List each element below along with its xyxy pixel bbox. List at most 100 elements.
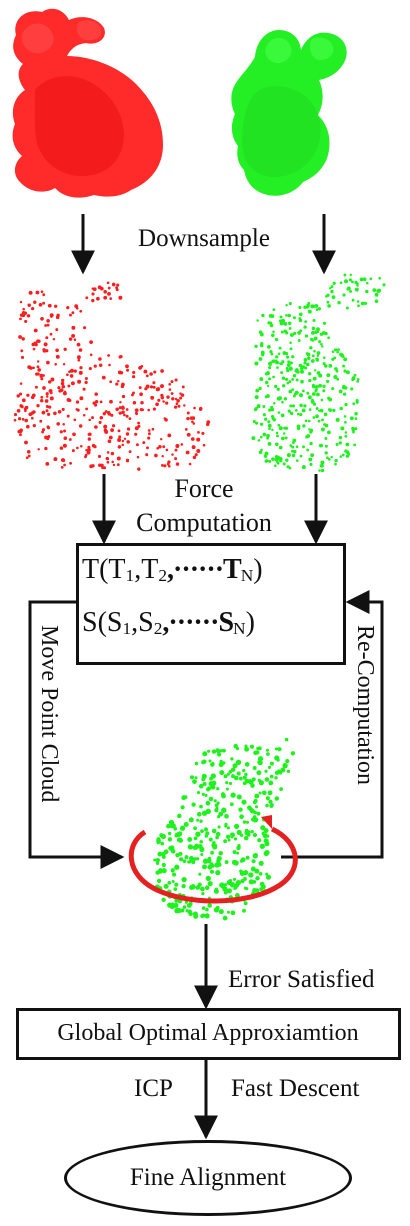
target-cloud-point [284,426,289,430]
source-cloud-point [94,400,99,404]
source-cloud-point [125,459,130,463]
moving-cloud-point [198,783,204,789]
moving-cloud-point [236,845,241,851]
target-cloud-point [278,426,283,431]
source-cloud-point [201,431,205,435]
target-cloud-point [313,349,316,353]
target-cloud-point [259,377,264,382]
moving-cloud-point [195,831,201,837]
target-cloud-point [308,372,312,376]
moving-cloud-point [223,890,228,895]
moving-cloud-point [233,743,238,749]
source-cloud-point [60,388,64,392]
source-cloud-point [85,381,88,384]
target-cloud-point [374,292,379,297]
source-cloud-point [55,354,60,359]
source-cloud-point [76,355,81,360]
source-cloud-point [175,402,179,405]
source-cloud-point [98,363,103,368]
source-cloud-point [36,404,40,408]
target-cloud-point [339,281,343,285]
source-cloud-point [40,316,44,321]
source-cloud-point [166,395,170,399]
target-cloud-point [351,298,355,302]
moving-cloud-point [183,795,188,800]
moving-cloud-point [244,762,250,767]
source-cloud-point [19,404,23,408]
source-cloud-point [74,304,79,309]
source-cloud-point [117,379,120,383]
target-cloud-point [348,278,352,282]
target-cloud-point [285,377,289,381]
target-cloud-point [298,317,302,321]
moving-cloud-point [248,779,252,783]
target-cloud-point [291,404,296,408]
moving-point-cloud [153,737,296,921]
target-cloud-point [335,442,339,447]
source-cloud-point [107,354,110,357]
target-cloud-point [312,416,316,419]
target-cloud-point [271,428,274,432]
moving-cloud-point [184,855,189,860]
target-cloud-point [311,398,314,402]
source-cloud-point [116,463,120,467]
target-cloud-point [267,423,272,428]
source-cloud-point [49,396,54,401]
global-optimal-box [16,1008,401,1060]
target-cloud-point [307,356,311,361]
target-cloud-point [285,458,289,462]
source-cloud-point [110,428,114,432]
source-cloud-point [132,370,136,375]
transform-t-sep: ,T [134,554,159,585]
target-cloud-point [276,387,280,391]
target-cloud-point [293,450,297,454]
source-cloud-point [146,446,149,450]
source-cloud-point [161,464,164,467]
target-cloud-point [258,450,263,454]
moving-cloud-point [210,850,215,855]
source-cloud-point [196,437,201,442]
source-cloud-point [19,382,23,385]
source-cloud-point [170,380,174,384]
global-optimal-label: Global Optimal Approxiamtion [57,1020,359,1046]
source-cloud-point [177,404,181,408]
transform-t-formula: T(T1,T2,······TN) [82,554,263,585]
target-cloud-point [332,408,336,413]
target-cloud-point [274,337,279,342]
moving-cloud-point [264,841,270,847]
moving-cloud-point [180,805,185,810]
source-cloud-point [34,342,38,347]
moving-cloud-point [169,845,175,851]
target-cloud-point [291,453,296,458]
target-cloud-point [315,407,319,410]
source-cloud-point [78,424,83,428]
moving-cloud-point [166,823,171,829]
source-cloud-point [73,369,77,373]
moving-cloud-point [160,833,167,840]
target-cloud-point [274,359,278,363]
target-cloud-point [357,304,360,308]
moving-cloud-point [218,762,224,768]
moving-cloud-point [200,886,205,892]
source-cloud-point [68,438,72,441]
source-cloud-point [147,429,151,432]
source-cloud-point [188,462,192,466]
source-cloud-point [37,448,40,451]
target-cloud-point [350,387,354,391]
target-cloud-point [339,455,343,458]
source-cloud-point [45,395,49,398]
target-cloud-point [342,392,347,396]
source-cloud-point [173,405,178,409]
moving-cloud-point [187,837,193,842]
target-cloud-point [267,441,272,446]
source-cloud-point [53,411,57,416]
target-cloud-point [260,435,263,439]
source-cloud-point [109,380,113,384]
moving-cloud-point [194,776,198,780]
source-cloud-point [116,456,121,461]
source-cloud-point [134,426,139,431]
target-cloud-point [340,426,345,431]
source-cloud-point [24,440,28,445]
source-cloud-point [55,315,60,320]
moving-cloud-point [236,851,240,855]
